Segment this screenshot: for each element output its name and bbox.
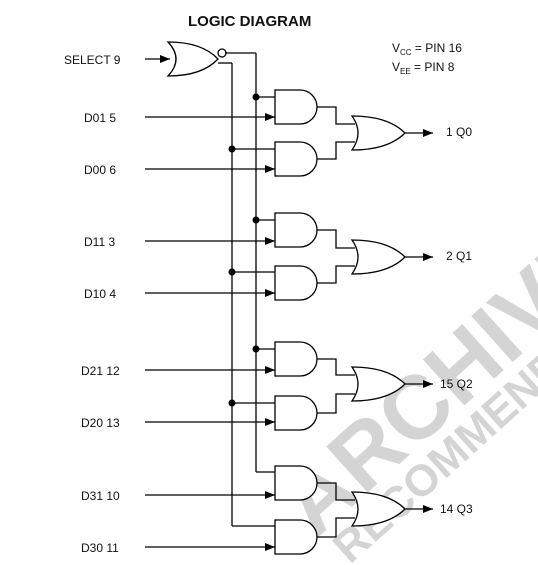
power-pin-info: VCC = PIN 16 VEE = PIN 8 bbox=[392, 41, 462, 76]
and-gate-d11 bbox=[145, 212, 318, 248]
or-gate-q0 bbox=[350, 115, 433, 151]
and-gate-d20 bbox=[145, 395, 318, 431]
inverter-bubble bbox=[217, 48, 227, 58]
and-gate-d21 bbox=[145, 341, 318, 377]
and-gate-d10 bbox=[145, 265, 318, 301]
and-gate-d00 bbox=[145, 141, 318, 177]
output-label-q0: 1 Q0 bbox=[446, 125, 472, 139]
and-gate-d31 bbox=[145, 465, 318, 501]
output-label-q3: 14 Q3 bbox=[440, 502, 473, 516]
input-label-d31: D31 10 bbox=[81, 489, 120, 503]
input-label-d00: D00 6 bbox=[84, 163, 116, 177]
and-gate-d30 bbox=[145, 519, 318, 555]
input-label-select: SELECT 9 bbox=[64, 53, 121, 67]
input-label-d30: D30 11 bbox=[81, 541, 119, 555]
or-gate-q2 bbox=[350, 366, 433, 402]
input-label-d21: D21 12 bbox=[81, 364, 120, 378]
vee-label: VEE = PIN 8 bbox=[392, 60, 455, 76]
select-buffer-gate bbox=[145, 41, 256, 77]
input-label-d20: D20 13 bbox=[81, 416, 120, 430]
vcc-label: VCC = PIN 16 bbox=[392, 41, 462, 57]
input-label-d01: D01 5 bbox=[84, 111, 116, 125]
and-gate-d01 bbox=[145, 89, 318, 125]
or-gate-q1 bbox=[350, 239, 433, 275]
output-label-q2: 15 Q2 bbox=[440, 377, 473, 391]
input-label-d11: D11 3 bbox=[84, 235, 115, 249]
output-label-q1: 2 Q1 bbox=[446, 249, 472, 263]
input-label-d10: D10 4 bbox=[84, 287, 116, 301]
or-gate-q3 bbox=[350, 491, 433, 527]
diagram-title: LOGIC DIAGRAM bbox=[188, 13, 311, 30]
